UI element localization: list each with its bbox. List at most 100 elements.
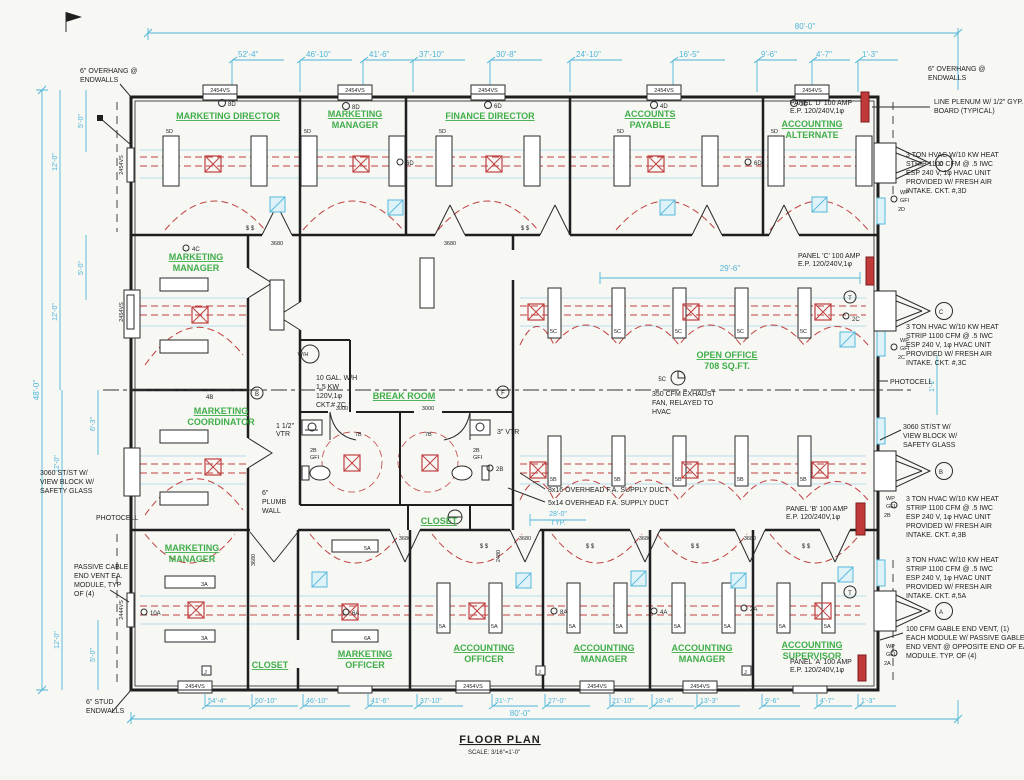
hvac-d-note-2: ESP 240 V, 1φ HVAC UNIT (906, 170, 992, 177)
note-stst-left: 3060 ST/ST W/ (40, 470, 88, 477)
tag-5a: 5A (724, 624, 731, 630)
note-gable-vent-4: MODULE. TYP. OF (4) (906, 653, 977, 660)
dim-28-typ-label: TYP. (551, 520, 566, 527)
room-accounting-alternate-2: ALTERNATE (785, 130, 838, 140)
tag-j-box: J (538, 670, 541, 676)
note-vtr-3: 3" VTR (497, 429, 519, 436)
dim-bot-4: 37'-10" (420, 698, 442, 705)
note-stst-right: 3060 ST/ST W/ (903, 424, 951, 431)
window-label: 2454VS (654, 88, 674, 94)
dim-top-0: 52'-4" (238, 50, 259, 59)
dim-top-2: 41'-6" (369, 50, 390, 59)
gfi-tag-a: GFI (886, 652, 896, 658)
room-marketing-coordinator: MARKETING (194, 406, 249, 416)
hvac-b-note-3: PROVIDED W/ FRESH AIR (906, 523, 992, 530)
note-water-heater-2: 1.5 KW (316, 384, 339, 391)
note-stst-left-2: VIEW BLOCK W/ (40, 479, 94, 486)
note-water-heater-3: 120V,1φ (316, 393, 343, 400)
tag-5c: 5C (737, 329, 744, 335)
circuit-wiring (140, 156, 869, 616)
room-marketing-manager-mid: MARKETING (169, 252, 224, 262)
room-break-room: BREAK ROOM (373, 391, 436, 401)
panel-c-label-2: E.P. 120/240V,1φ (798, 261, 852, 268)
ckt-tag-a: 2A (884, 661, 891, 667)
dimension-lines (36, 28, 963, 724)
tag-6d: 6D (494, 104, 502, 110)
room-marketing-coordinator-2: COORDINATOR (187, 417, 255, 427)
note-photocell-right: PHOTOCELL (890, 379, 932, 386)
tag-2d: 2D (800, 102, 808, 108)
dim-open-office: 29'-6" (720, 264, 741, 273)
tag-5b: 5B (737, 477, 744, 483)
ckt-tag-c: 2C (898, 355, 905, 361)
tag-5a: 5A (824, 624, 831, 630)
note-duct-1: 8x16 OVERHEAD F.A. SUPPLY DUCT (548, 487, 669, 494)
window-label: 2454VS (587, 684, 607, 690)
gfi-tag-b: GFI (886, 504, 896, 510)
hvac-d-note-0: 3 TON HVAC W/10 KW HEAT (906, 152, 1000, 159)
tag-3a: 3A (201, 636, 208, 642)
room-marketing-manager-bot-2: MANAGER (169, 554, 216, 564)
hvac-a-note-0: 3 TON HVAC W/10 KW HEAT (906, 557, 1000, 564)
dim-left-0: 5'-0" (78, 114, 85, 128)
note-plumb-wall-3: WALL (262, 508, 281, 515)
window-label-left: 2444VS (119, 600, 125, 620)
panel-a-label-2: E.P. 120/240V,1φ (790, 667, 844, 674)
tag-5c: 5C (550, 329, 557, 335)
note-stud-endwalls-2: ENDWALLS (86, 708, 125, 715)
hvac-b-note-2: ESP 240 V, 1φ HVAC UNIT (906, 514, 992, 521)
dim-bot-10: 9'-6" (765, 698, 779, 705)
tag-marker-f: F (501, 391, 505, 397)
tag-5d: 5D (617, 129, 624, 135)
room-marketing-manager-top: MARKETING (328, 109, 383, 119)
tag-gfi: GFI (310, 455, 320, 461)
tag-5a: 5A (569, 624, 576, 630)
tag-5d: 5D (439, 129, 446, 135)
tag-4a: 4A (660, 610, 667, 616)
note-overhang-right: 6" OVERHANG @ (928, 66, 985, 73)
door-label-2480: 2480 (496, 550, 502, 562)
dim-left-2: 5'-0" (78, 261, 85, 275)
tag-water-heater: W/H (298, 352, 309, 358)
furniture (123, 135, 873, 643)
note-vtr-15-2: VTR (276, 431, 290, 438)
panel-b-label: PANEL 'B' 100 AMP (786, 506, 848, 513)
dim-top-6: 16'-5" (679, 50, 700, 59)
tag-5b: 5B (614, 477, 621, 483)
note-gable-vent-3: END VENT @ OPPOSITE END OF EA. (906, 644, 1024, 651)
tag-2c: 2C (852, 317, 860, 323)
tag-5b: 5B (675, 477, 682, 483)
note-plenum: LINE PLENUM W/ 1/2" GYP. (934, 99, 1023, 106)
hvac-c-note-4: INTAKE. CKT. #,3C (906, 360, 967, 367)
room-marketing-director: MARKETING DIRECTOR (176, 111, 280, 121)
tag-5d: 5D (166, 129, 173, 135)
tag-4d: 4D (660, 104, 668, 110)
panel-b-label-2: E.P. 120/240V,1φ (786, 514, 840, 521)
note-exhaust-fan-2: FAN, RELAYED TO (652, 400, 714, 407)
tag-thermostat: T (848, 296, 852, 302)
tag-j-box: J (204, 670, 207, 676)
tag-5a: 5A (779, 624, 786, 630)
dim-top-3: 37'-10" (419, 50, 444, 59)
hvac-b-note-1: STRIP 1100 CFM @ .5 IWC (906, 505, 993, 512)
wp-tag-a: WP (886, 644, 895, 650)
dim-left-1: 12'-0" (52, 153, 59, 171)
window-label-left: 2454VS (119, 302, 125, 322)
dim-left-6: 12'-0" (54, 631, 61, 649)
hvac-a-note-4: INTAKE. CKT. #,5A (906, 593, 966, 600)
wp-tag-d: WP (900, 190, 909, 196)
note-plenum-2: BOARD (TYPICAL) (934, 108, 995, 115)
wp-tag-b: WP (886, 496, 895, 502)
room-open-office: OPEN OFFICE (696, 350, 757, 360)
tag-5a: 5A (439, 624, 446, 630)
tag-7b: 7B (425, 432, 432, 438)
hvac-c-note-3: PROVIDED W/ FRESH AIR (906, 351, 992, 358)
room-marketing-officer: MARKETING (338, 649, 393, 659)
note-passive-vent-2: END VENT EA. (74, 573, 123, 580)
dim-top-4: 30'-8" (496, 50, 517, 59)
title-block: FLOOR PLAN SCALE: 3/16"=1'-0" (459, 734, 540, 756)
tag-j-box: J (744, 670, 747, 676)
hvac-a-note-2: ESP 240 V, 1φ HVAC UNIT (906, 575, 992, 582)
note-passive-vent-3: MODULE, TYP (74, 582, 122, 589)
